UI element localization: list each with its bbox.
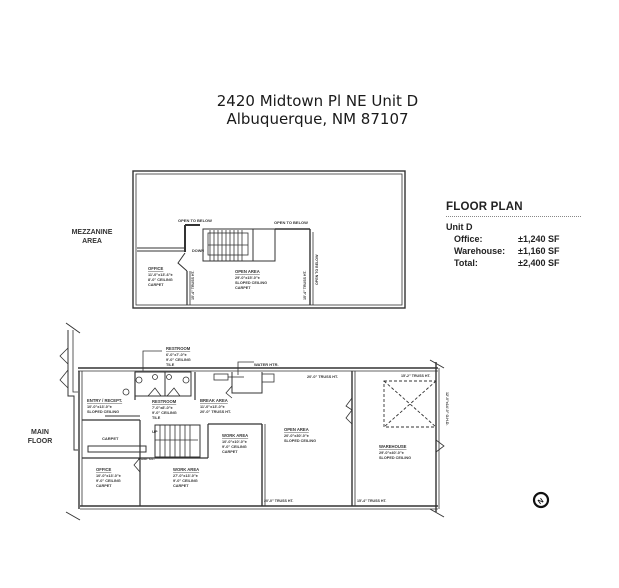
legend-label: Office:: [454, 234, 483, 244]
work-area-lower-name: WORK AREA: [173, 467, 199, 472]
restroom-mid-dims: 7'-0"x8'-0"±: [152, 406, 173, 410]
restroom-top-floor: TILE: [166, 363, 175, 367]
restroom-mid-name: RESTROOM: [152, 399, 177, 404]
open-to-below-label: OPEN TO BELOW: [274, 220, 308, 225]
open-to-below-label: OPEN TO BELOW: [178, 218, 212, 223]
main-office-dims: 10'-0"x13'-0"±: [96, 474, 121, 478]
legend-label: Warehouse:: [454, 246, 506, 256]
work-area-upper-ceiling: 9'-0" CEILING: [222, 445, 247, 449]
break-area-name: BREAK AREA: [200, 398, 228, 403]
restroom-mid-floor: TILE: [152, 416, 161, 420]
legend-row-office: Office: ±1,240 SF: [446, 234, 596, 244]
entry-reception-name: ENTRY / RECEPT.: [87, 398, 122, 403]
break-area-dims: 11'-0"x13'-0"±: [200, 405, 225, 409]
mezz-open-area-name: OPEN AREA: [235, 269, 260, 274]
truss-height-warehouse-top: 15'-2" TRUSS HT.: [401, 374, 431, 378]
mezz-open-area-floor: CARPET: [235, 286, 251, 290]
legend-row-total: Total: ±2,400 SF: [446, 258, 596, 268]
mezz-open-to-below-vertical: OPEN TO BELOW: [315, 254, 319, 285]
mezz-office-floor: CARPET: [148, 283, 164, 287]
legend-title: FLOOR PLAN: [446, 201, 581, 217]
north-arrow-icon: N: [532, 491, 550, 509]
main-office-ceiling: 9'-0" CEILING: [96, 479, 121, 483]
restroom-top-name: RESTROOM: [166, 346, 191, 351]
legend-unit: Unit D: [446, 222, 473, 232]
floor-plan-legend: FLOOR PLAN Unit D Office: ±1,240 SF Ware…: [446, 201, 596, 268]
truss-height-top: 20'-0" TRUSS HT.: [307, 375, 338, 379]
break-area-ceiling: 20'-0" TRUSS HT.: [200, 410, 231, 414]
mezz-office-name: OFFICE: [148, 266, 164, 271]
restroom-mid-ceiling: 9'-0" CEILING: [152, 411, 177, 415]
mezzanine-level-label: MEZZANINE AREA: [62, 228, 122, 246]
mezz-office-ceiling: 8'-0" CEILING: [148, 278, 173, 282]
main-floor-label-text: MAIN FLOOR: [27, 429, 53, 445]
water-heater-label: WATER HTR.: [254, 362, 279, 367]
truss-height-bottom-warehouse: 15'-4" TRUSS HT.: [357, 499, 387, 503]
entry-reception-dims: 10'-0"x13'-0"±: [87, 405, 112, 409]
mezz-truss-left: 15'-4" TRUSS HT.: [191, 270, 195, 300]
main-floor-outline: [59, 322, 445, 521]
mezz-truss-right: 15'-4" TRUSS HT.: [303, 270, 307, 300]
mezz-open-area-ceiling: SLOPED CEILING: [235, 281, 267, 285]
truss-height-bottom-open: 20'-0" TRUSS HT.: [264, 499, 294, 503]
work-area-upper-floor: CARPET: [222, 450, 238, 454]
open-area-dims: 20'-0"x30'-0"±: [284, 434, 309, 438]
north-arrow-glyph: N: [537, 497, 545, 506]
legend-value: ±1,160 SF: [518, 246, 560, 256]
legend-label: Total:: [454, 258, 478, 268]
work-area-upper-dims: 10'-0"x10'-0"±: [222, 440, 247, 444]
legend-row-warehouse: Warehouse: ±1,160 SF: [446, 246, 596, 256]
restroom-top-dims: 6'-0"x7'-0"±: [166, 353, 187, 357]
overhead-door-label: 12'-0"x14'-0" O.H.D.: [445, 392, 449, 425]
carpet-label: CARPET: [102, 436, 119, 441]
address-line-1: 2420 Midtown Pl NE Unit D: [216, 92, 419, 110]
open-area-ceiling: SLOPED CEILING: [284, 439, 316, 443]
main-office-floor: CARPET: [96, 484, 112, 488]
mezz-office-dims: 11'-0"x13'-6"±: [148, 273, 173, 277]
mezzanine-label-text: MEZZANINE AREA: [71, 229, 113, 245]
entry-reception-ceiling: SLOPED CEILING: [87, 410, 119, 414]
work-area-lower-ceiling: 9'-0" CEILING: [173, 479, 198, 483]
mezzanine-outline: [132, 170, 406, 309]
coat-closet-label: COAT CL.: [138, 457, 155, 461]
warehouse-dims: 29'-0"x40'-0"±: [379, 451, 404, 455]
warehouse-name: WAREHOUSE: [379, 444, 407, 449]
down-label: DOWN: [192, 249, 204, 253]
mezz-open-area-dims: 29'-0"x15'-0"±: [235, 276, 260, 280]
main-floor-level-label: MAIN FLOOR: [20, 428, 60, 446]
work-area-upper-name: WORK AREA: [222, 433, 248, 438]
legend-value: ±2,400 SF: [518, 258, 560, 268]
restroom-top-ceiling: 9'-0" CEILING: [166, 358, 191, 362]
stair-up-label: UP: [152, 429, 158, 434]
warehouse-ceiling: SLOPED CEILING: [379, 456, 411, 460]
legend-value: ±1,240 SF: [518, 234, 560, 244]
main-office-name: OFFICE: [96, 467, 112, 472]
work-area-lower-dims: 27'-0"x13'-0"±: [173, 474, 198, 478]
address-line-2: Albuquerque, NM 87107: [226, 110, 409, 128]
work-area-lower-floor: CARPET: [173, 484, 189, 488]
open-area-name: OPEN AREA: [284, 427, 309, 432]
